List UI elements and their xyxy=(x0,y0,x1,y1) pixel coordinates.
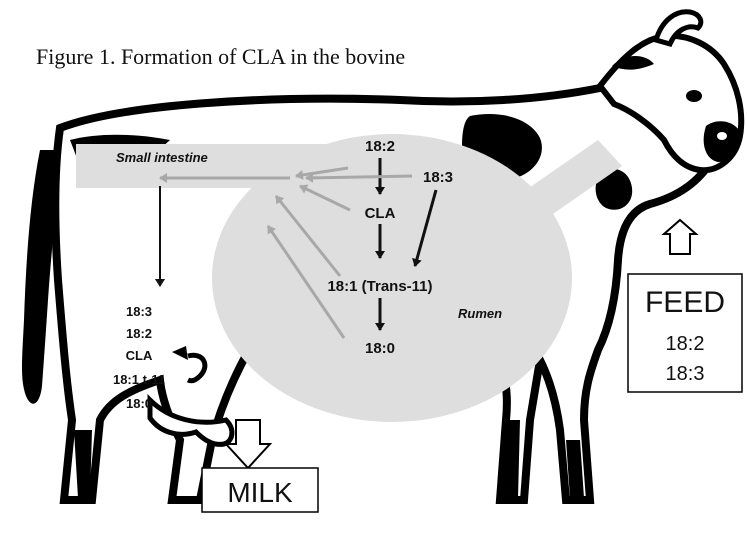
feed-item: 18:2 xyxy=(666,333,705,355)
udder-item: 18:1 t-11 xyxy=(113,372,165,387)
udder-item: 18:0 xyxy=(126,396,152,411)
udder-item: 18:3 xyxy=(126,304,152,319)
feed-label: FEED xyxy=(645,286,725,319)
udder-item: CLA xyxy=(126,348,153,363)
feed-item: 18:3 xyxy=(666,363,705,385)
rumen-trans11-label: 18:1 (Trans-11) xyxy=(327,278,432,295)
udder-item: 18:2 xyxy=(126,326,152,341)
rumen-cla-label: CLA xyxy=(365,205,396,222)
rumen-18-3-label: 18:3 xyxy=(423,169,453,186)
feed-up-arrow xyxy=(664,220,696,254)
milk-label: MILK xyxy=(227,477,293,508)
rumen-label: Rumen xyxy=(458,306,502,321)
small-intestine-label: Small intestine xyxy=(116,150,208,165)
rumen-18-0-label: 18:0 xyxy=(365,340,395,357)
rumen-18-2-label: 18:2 xyxy=(365,138,395,155)
figure-title: Figure 1. Formation of CLA in the bovine xyxy=(36,44,405,69)
